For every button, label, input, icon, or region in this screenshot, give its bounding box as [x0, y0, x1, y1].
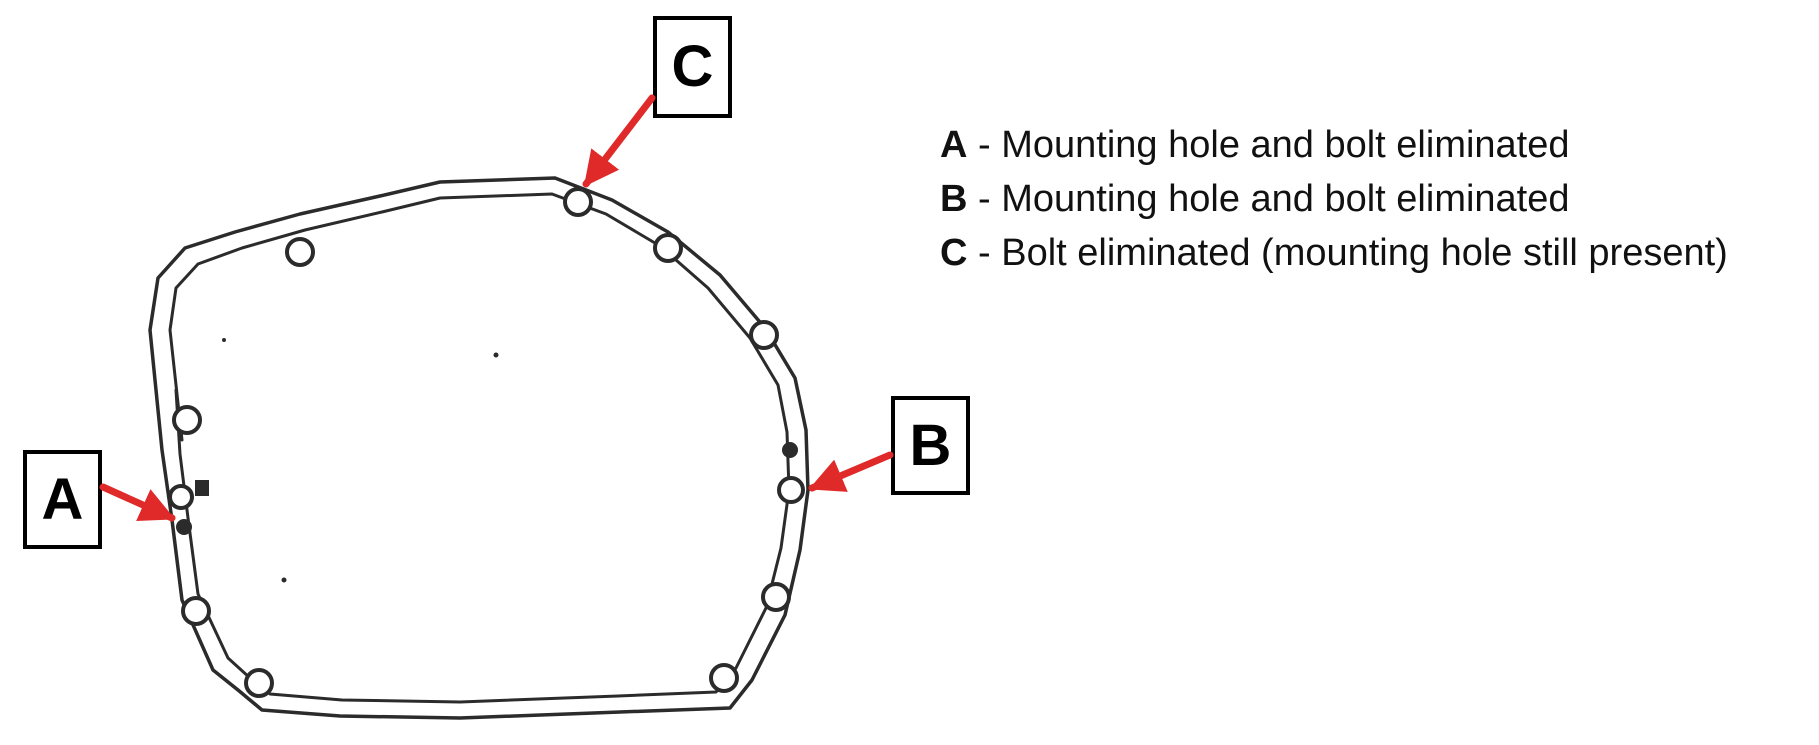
bolt-hole	[653, 233, 683, 263]
callout-box	[23, 450, 102, 549]
gasket-inner-edge	[168, 192, 791, 704]
bolt-hole	[777, 476, 805, 504]
arrow-B	[808, 451, 894, 492]
callout-box	[891, 396, 970, 495]
legend-text: Mounting hole and bolt eliminated	[1001, 124, 1570, 166]
bolt-hole	[749, 320, 779, 350]
bolt-holes	[168, 187, 805, 698]
eliminated-hole-mark	[782, 442, 798, 458]
bolt-hole	[709, 663, 739, 693]
gasket-outline	[148, 176, 810, 720]
filled-marks	[176, 338, 798, 583]
speck	[281, 577, 287, 583]
callout-A: A	[23, 450, 102, 549]
callout-B: B	[891, 396, 970, 495]
callout-box	[653, 16, 732, 118]
callout-label: B	[910, 413, 952, 478]
legend: A - Mounting hole and bolt eliminated B …	[940, 118, 1810, 280]
locating-tab	[195, 480, 209, 496]
bolt-hole	[285, 237, 315, 267]
callout-label: A	[42, 467, 84, 532]
bolt-hole	[172, 405, 202, 435]
legend-key: C	[940, 232, 968, 274]
callout-arrows	[99, 94, 894, 522]
legend-text: Mounting hole and bolt eliminated	[1001, 178, 1570, 220]
legend-separator: -	[967, 178, 1002, 220]
bolt-hole	[168, 484, 194, 510]
legend-key: A	[940, 124, 968, 166]
callout-C: C	[653, 16, 732, 118]
eliminated-hole-mark	[176, 519, 192, 535]
arrow-C	[582, 94, 656, 188]
legend-text: Bolt eliminated (mounting hole still pre…	[1001, 232, 1728, 274]
gasket-outer-edge	[148, 176, 810, 720]
legend-item-c: C - Bolt eliminated (mounting hole still…	[940, 226, 1810, 280]
callout-label: C	[672, 34, 714, 99]
bolt-hole	[181, 596, 211, 626]
legend-key: B	[940, 178, 968, 220]
legend-item-b: B - Mounting hole and bolt eliminated	[940, 172, 1810, 226]
speck	[222, 338, 226, 342]
legend-separator: -	[967, 232, 1002, 274]
speck	[493, 352, 499, 358]
legend-separator: -	[967, 124, 1002, 166]
bolt-hole	[563, 187, 593, 217]
bolt-hole	[761, 582, 791, 612]
arrow-A	[99, 483, 176, 522]
bolt-hole	[244, 668, 274, 698]
legend-item-a: A - Mounting hole and bolt eliminated	[940, 118, 1810, 172]
